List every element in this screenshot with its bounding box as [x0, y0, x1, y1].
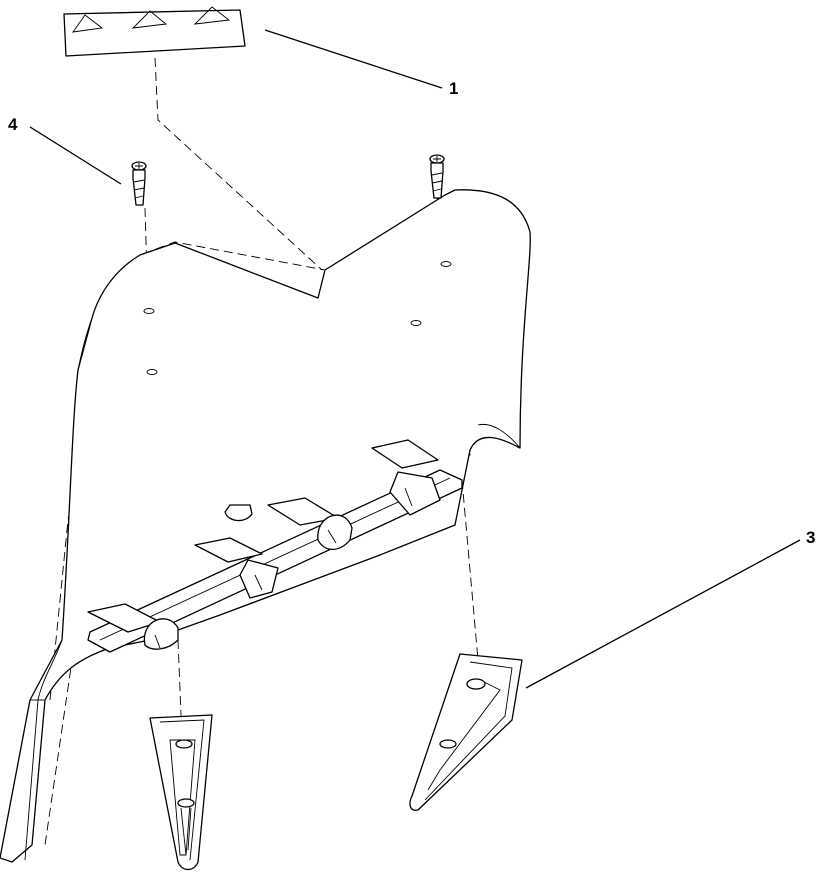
callout-3: 3: [806, 528, 815, 547]
warning-triangle-icon: [193, 6, 231, 25]
shroud-panel: [0, 189, 531, 863]
callout-1: 1: [449, 79, 458, 98]
mount-hole-right-top: [440, 261, 452, 267]
callout-leaders: [29, 29, 801, 689]
mount-hole-left-top: [143, 308, 155, 314]
bracket-left: [149, 714, 213, 871]
decal-part: [63, 6, 246, 57]
leader-line-1: [264, 29, 443, 89]
leader-line-4: [29, 126, 122, 185]
callout-4: 4: [8, 115, 18, 134]
warning-triangle-icon: [72, 14, 104, 33]
warning-triangle-icon: [131, 10, 168, 29]
mount-hole-left-bottom: [146, 369, 158, 375]
screw-left: [131, 161, 147, 206]
leader-line-3: [525, 539, 801, 689]
bracket-right: [409, 653, 523, 811]
clip-rail: [87, 439, 463, 653]
screw-right: [429, 154, 445, 199]
mount-hole-right-bottom: [410, 320, 422, 326]
